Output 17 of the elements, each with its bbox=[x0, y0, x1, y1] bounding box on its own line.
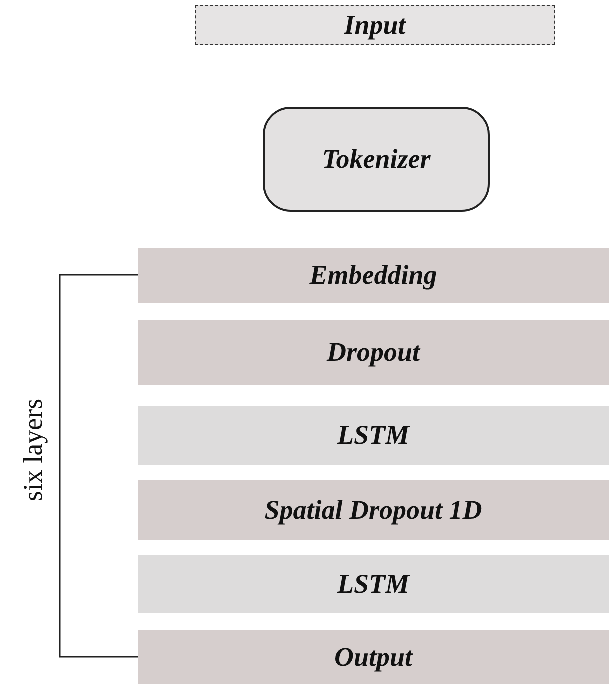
layer-band bbox=[138, 248, 609, 303]
layer-band bbox=[138, 406, 609, 465]
layer-band bbox=[138, 555, 609, 613]
layer-label: LSTM bbox=[337, 568, 410, 601]
layer-band bbox=[138, 480, 609, 540]
process-box bbox=[263, 107, 490, 212]
layer-label: Dropout bbox=[326, 336, 420, 370]
layer-label: Output bbox=[334, 640, 413, 674]
layer-label: Input bbox=[344, 8, 406, 42]
bracket-label: six layers bbox=[16, 398, 49, 502]
input-box bbox=[195, 5, 555, 45]
layer-band bbox=[138, 630, 609, 684]
layer-label: Tokenizer bbox=[322, 143, 431, 176]
layer-label: Spatial Dropout 1D bbox=[264, 494, 482, 527]
layer-label: Embedding bbox=[310, 259, 438, 292]
layer-band bbox=[138, 320, 609, 385]
layer-label: LSTM bbox=[337, 419, 410, 452]
